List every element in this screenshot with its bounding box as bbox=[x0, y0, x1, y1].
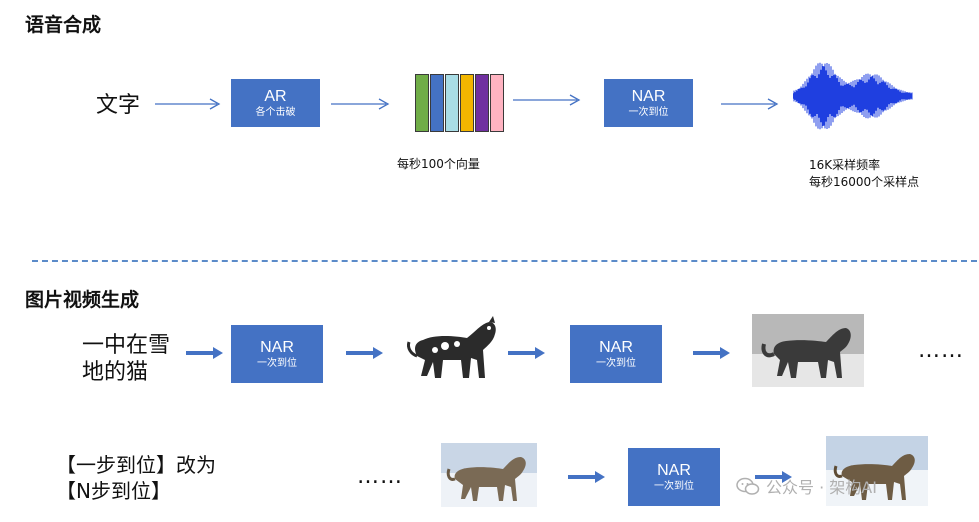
arrow-color-cat-to-nar3 bbox=[568, 471, 605, 483]
watermark: 公众号 · 架构AI bbox=[736, 474, 877, 498]
sampling-rate-caption: 16K采样频率 bbox=[809, 158, 881, 172]
nar-box-2-label: NAR bbox=[599, 338, 633, 356]
arrow-ar-to-vectors bbox=[331, 98, 390, 110]
arrow-nar3-to-final-cat bbox=[755, 471, 792, 483]
arrow-nar2-to-gray-cat bbox=[693, 347, 730, 359]
ellipsis-1: …… bbox=[918, 338, 964, 363]
vector-bar bbox=[475, 74, 489, 132]
waveform-icon bbox=[793, 62, 913, 130]
section-divider bbox=[32, 260, 977, 262]
note-line-1: 【一步到位】改为 bbox=[56, 453, 216, 477]
vector-bar bbox=[490, 74, 504, 132]
nar-box-3-sublabel: 一次到位 bbox=[654, 480, 694, 492]
nar-box-image-1: NAR 一次到位 bbox=[231, 325, 323, 383]
prompt-line-1: 一中在雪 bbox=[82, 333, 171, 358]
vector-bar bbox=[460, 74, 474, 132]
vector-bar bbox=[445, 74, 459, 132]
input-text-label: 文字 bbox=[96, 93, 141, 118]
samples-per-second-caption: 每秒16000个采样点 bbox=[809, 175, 920, 189]
arrow-text-to-ar bbox=[155, 98, 221, 110]
watermark-text: 公众号 · 架构AI bbox=[766, 478, 877, 497]
arrow-nar1-to-sketch bbox=[346, 347, 383, 359]
nar-box-1-sublabel: 一次到位 bbox=[257, 357, 297, 369]
ellipsis-2: …… bbox=[357, 464, 403, 489]
prompt-line-2: 地的猫 bbox=[82, 360, 149, 385]
cat-color-image-final bbox=[826, 436, 928, 506]
section-title-speech: 语音合成 bbox=[25, 14, 102, 36]
ar-box: AR 各个击破 bbox=[231, 79, 320, 127]
cat-color-image-1 bbox=[441, 443, 537, 507]
vector-bar bbox=[430, 74, 444, 132]
section-title-image-video: 图片视频生成 bbox=[25, 289, 140, 311]
arrow-sketch-to-nar2 bbox=[508, 347, 545, 359]
arrow-nar-to-waveform bbox=[721, 98, 779, 110]
nar-box-sublabel: 一次到位 bbox=[628, 106, 669, 118]
nar-box-speech: NAR 一次到位 bbox=[604, 79, 693, 127]
nar-box-image-2: NAR 一次到位 bbox=[570, 325, 662, 383]
arrow-prompt-to-nar bbox=[186, 347, 223, 359]
ar-box-label: AR bbox=[264, 87, 287, 105]
cat-sketch-image bbox=[407, 316, 496, 378]
wechat-icon bbox=[736, 477, 760, 495]
vector-bar bbox=[415, 74, 429, 132]
nar-box-3-label: NAR bbox=[657, 461, 691, 479]
cat-grayscale-image bbox=[752, 314, 864, 387]
vectors-caption: 每秒100个向量 bbox=[397, 157, 480, 171]
note-line-2: 【N步到位】 bbox=[56, 479, 171, 503]
ar-box-sublabel: 各个击破 bbox=[255, 106, 296, 118]
nar-box-image-3: NAR 一次到位 bbox=[628, 448, 720, 506]
nar-box-2-sublabel: 一次到位 bbox=[596, 357, 636, 369]
nar-box-1-label: NAR bbox=[260, 338, 294, 356]
nar-box-label: NAR bbox=[631, 87, 666, 105]
arrow-vectors-to-nar bbox=[513, 94, 581, 106]
